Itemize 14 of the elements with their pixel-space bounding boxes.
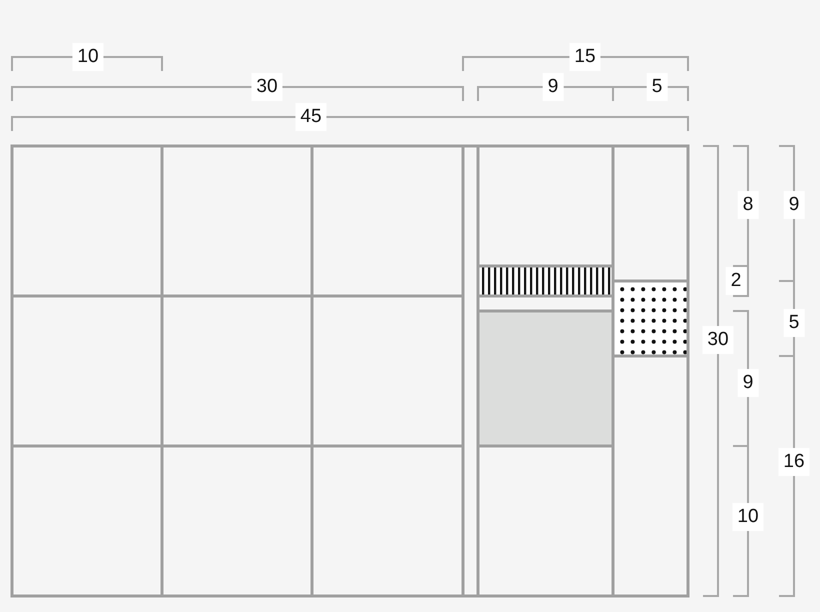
dimension-label: 2 [726, 267, 746, 295]
dimension-label: 5 [646, 73, 668, 101]
dimension-label: 30 [251, 73, 283, 101]
dimension-label: 5 [784, 309, 804, 337]
dimension-label: 9 [542, 73, 564, 101]
dimension-label: 30 [702, 326, 734, 354]
dimension-label: 9 [784, 191, 804, 219]
dimension-label: 16 [778, 448, 810, 476]
dimension-label: 15 [569, 43, 601, 71]
dimension-label: 10 [732, 503, 764, 531]
dimension-label: 10 [72, 43, 104, 71]
dimension-label: 8 [738, 191, 758, 219]
dimension-label: 9 [738, 369, 758, 397]
dimension-label: 45 [295, 103, 327, 131]
